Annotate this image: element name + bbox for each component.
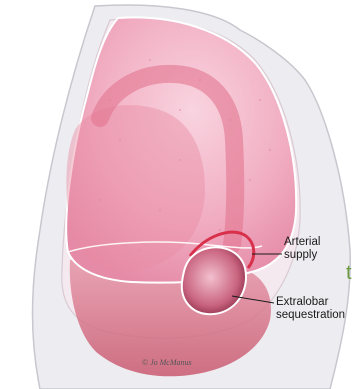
sequestration-label-line2: sequestration (276, 309, 352, 322)
cropped-edge-glyph: t (346, 262, 353, 284)
arterial-supply-label-line1: Arterial (284, 236, 346, 249)
arterial-supply-label-line2: supply (284, 249, 346, 262)
sequestration-label-line1: Extralobar (276, 296, 352, 309)
artist-signature: © Jo McManus (142, 358, 192, 367)
arterial-supply-label: Arterial supply (284, 236, 346, 262)
extralobar-sequestration-label: Extralobar sequestration (276, 296, 352, 322)
extralobar-sequestration-mass (182, 247, 246, 314)
